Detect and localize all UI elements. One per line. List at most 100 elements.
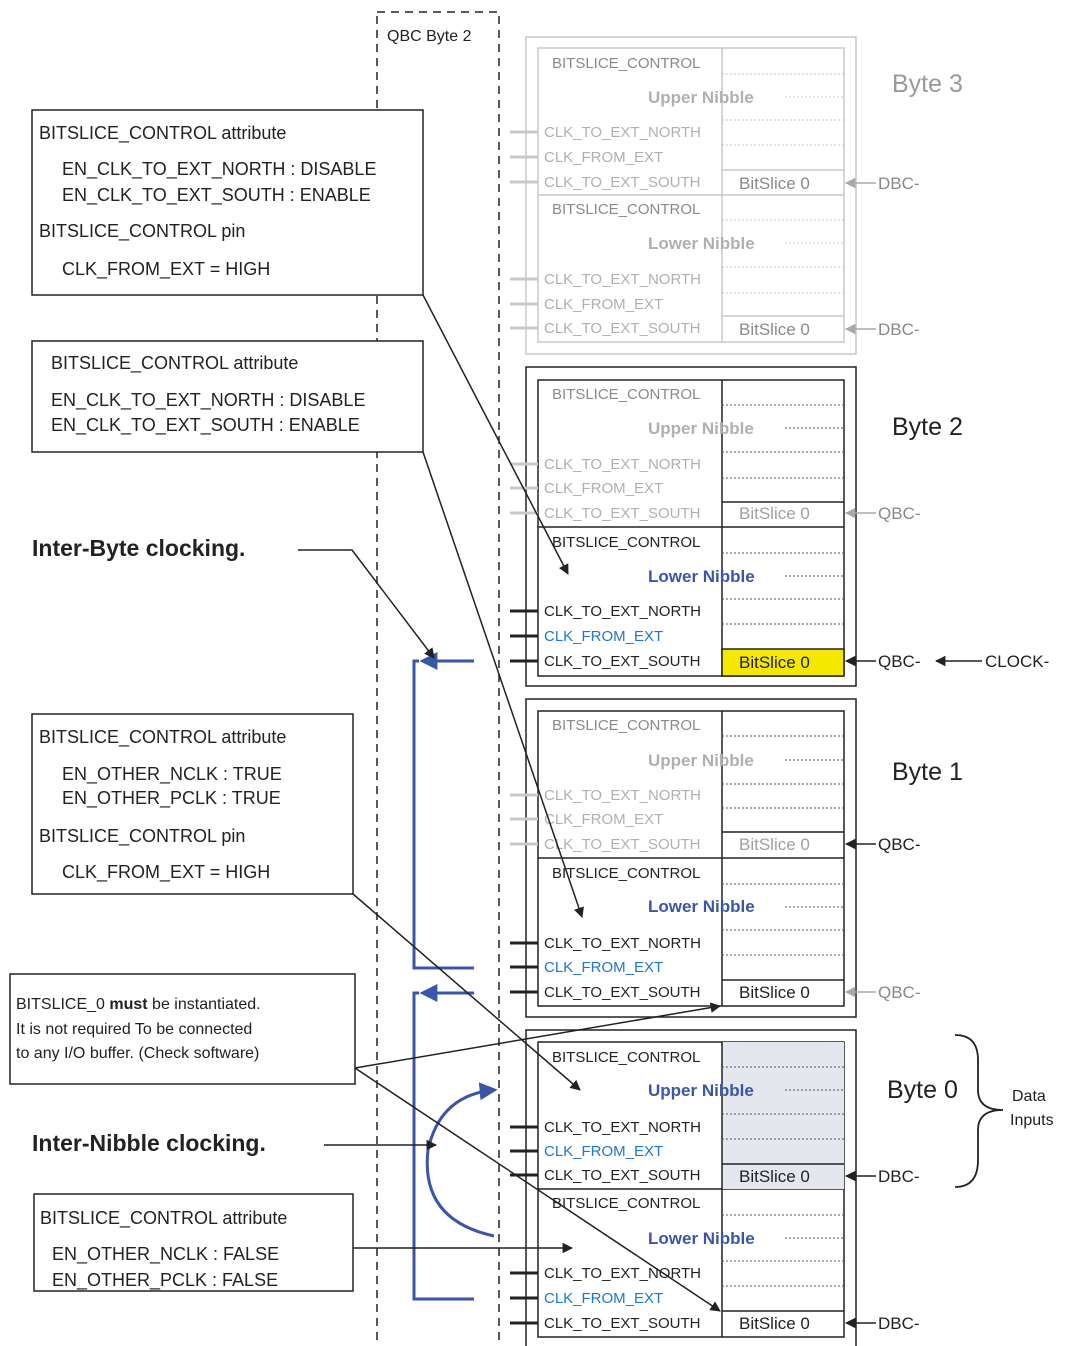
qbc-label: QBC Byte 2	[387, 28, 472, 45]
byte0-upper-clk-south: CLK_TO_EXT_SOUTH	[544, 1167, 700, 1184]
byte2-upper-clk-south: CLK_TO_EXT_SOUTH	[544, 505, 700, 522]
byte-3: BITSLICE_CONTROL Upper Nibble CLK_TO_EXT…	[510, 36, 963, 355]
box2-line1: EN_CLK_TO_EXT_NORTH : DISABLE	[51, 390, 365, 411]
byte0-lower-bitslice0: BitSlice 0	[739, 1314, 810, 1333]
byte1-lower-clk-north: CLK_TO_EXT_NORTH	[544, 935, 701, 952]
annotation-box-1: BITSLICE_CONTROL attribute EN_CLK_TO_EXT…	[31, 109, 424, 296]
byte2-lower-clk-north: CLK_TO_EXT_NORTH	[544, 603, 701, 620]
box2-title: BITSLICE_CONTROL attribute	[51, 353, 298, 374]
byte3-upper-clk-from-ext: CLK_FROM_EXT	[544, 149, 663, 166]
byte0-lower-clk-south: CLK_TO_EXT_SOUTH	[544, 1315, 700, 1332]
byte2-lower-input: QBC-	[878, 652, 921, 671]
byte3-lower-clk-south: CLK_TO_EXT_SOUTH	[544, 320, 700, 337]
byte3-title: Byte 3	[892, 70, 963, 98]
byte3-lower-bitslice0: BitSlice 0	[739, 320, 810, 339]
byte1-upper-clk-south: CLK_TO_EXT_SOUTH	[544, 836, 700, 853]
byte1-upper-bitslice0: BitSlice 0	[739, 835, 810, 854]
byte1-lower-bitslice0: BitSlice 0	[739, 983, 810, 1002]
note-box: BITSLICE_0 must be instantiated. It is n…	[9, 973, 356, 1085]
box3-title: BITSLICE_CONTROL attribute	[39, 727, 286, 748]
byte0-lower-input: DBC-	[878, 1314, 920, 1333]
byte3-upper-clk-north: CLK_TO_EXT_NORTH	[544, 124, 701, 141]
byte1-lower-nibble-label: Lower Nibble	[648, 897, 755, 916]
box1-pin-line: CLK_FROM_EXT = HIGH	[62, 259, 270, 280]
connector-arrows	[298, 294, 722, 1312]
byte2-lower-bitslice-control: BITSLICE_CONTROL	[552, 534, 700, 551]
byte1-title: Byte 1	[892, 758, 963, 786]
data-inputs-label-1: Data	[1012, 1088, 1046, 1105]
byte1-upper-nibble-label: Upper Nibble	[648, 751, 754, 770]
byte3-lower-clk-north: CLK_TO_EXT_NORTH	[544, 271, 701, 288]
data-inputs-label-2: Inputs	[1010, 1112, 1054, 1129]
byte0-lower-nibble-label: Lower Nibble	[648, 1229, 755, 1248]
inter-nibble-label: Inter-Nibble clocking.	[32, 1130, 266, 1156]
byte1-upper-nibble: BITSLICE_CONTROL Upper Nibble CLK_TO_EXT…	[510, 717, 921, 854]
byte0-upper-bitslice0: BitSlice 0	[739, 1167, 810, 1186]
box3-pin-title: BITSLICE_CONTROL pin	[39, 826, 245, 847]
byte1-lower-input: QBC-	[878, 983, 921, 1002]
byte-0: BITSLICE_CONTROL Upper Nibble CLK_TO_EXT…	[510, 1029, 1054, 1346]
byte2-upper-clk-from-ext: CLK_FROM_EXT	[544, 480, 663, 497]
byte0-route	[412, 991, 474, 1301]
byte2-upper-bitslice0: BitSlice 0	[739, 504, 810, 523]
box5-title: BITSLICE_CONTROL attribute	[40, 1208, 287, 1229]
byte3-upper-input: DBC-	[878, 174, 920, 193]
byte3-lower-clk-from-ext: CLK_FROM_EXT	[544, 296, 663, 313]
byte2-lower-nibble: BITSLICE_CONTROL Lower Nibble CLK_TO_EXT…	[510, 534, 1049, 677]
byte2-upper-nibble-label: Upper Nibble	[648, 419, 754, 438]
byte2-lower-clk-south: CLK_TO_EXT_SOUTH	[544, 653, 700, 670]
byte2-lower-clk-from-ext: CLK_FROM_EXT	[544, 628, 663, 645]
byte1-lower-bitslice-control: BITSLICE_CONTROL	[552, 865, 700, 882]
byte2-upper-input: QBC-	[878, 504, 921, 523]
byte0-lower-clk-from-ext: CLK_FROM_EXT	[544, 1290, 663, 1307]
inter-nibble-arc	[425, 1082, 498, 1238]
byte0-title: Byte 0	[887, 1076, 958, 1104]
byte3-upper-nibble-label: Upper Nibble	[648, 88, 754, 107]
box3-line1: EN_OTHER_NCLK : TRUE	[62, 764, 282, 785]
byte3-upper-bitslice0: BitSlice 0	[739, 174, 810, 193]
byte1-upper-clk-from-ext: CLK_FROM_EXT	[544, 811, 663, 828]
box1-pin-title: BITSLICE_CONTROL pin	[39, 221, 245, 242]
byte1-upper-input: QBC-	[878, 835, 921, 854]
byte3-lower-nibble: BITSLICE_CONTROL Lower Nibble CLK_TO_EXT…	[510, 201, 920, 339]
byte3-lower-nibble-label: Lower Nibble	[648, 234, 755, 253]
byte-2: BITSLICE_CONTROL Upper Nibble CLK_TO_EXT…	[510, 366, 1049, 687]
byte3-upper-nibble: BITSLICE_CONTROL Upper Nibble CLK_TO_EXT…	[510, 55, 920, 193]
blue-clock-routes	[412, 652, 498, 1301]
byte1-lower-nibble: BITSLICE_CONTROL Lower Nibble CLK_TO_EXT…	[510, 865, 921, 1002]
annotation-box-5: BITSLICE_CONTROL attribute EN_OTHER_NCLK…	[33, 1193, 354, 1292]
note-line3: to any I/O buffer. (Check software)	[16, 1045, 259, 1062]
annotation-box-2: BITSLICE_CONTROL attribute EN_CLK_TO_EXT…	[31, 340, 424, 453]
box5-line2: EN_OTHER_PCLK : FALSE	[52, 1270, 278, 1291]
box1-line1: EN_CLK_TO_EXT_NORTH : DISABLE	[62, 159, 376, 180]
byte0-upper-nibble-label: Upper Nibble	[648, 1081, 754, 1100]
box3-pin-line: CLK_FROM_EXT = HIGH	[62, 862, 270, 883]
inter-byte-label: Inter-Byte clocking.	[32, 535, 245, 561]
byte1-upper-clk-north: CLK_TO_EXT_NORTH	[544, 787, 701, 804]
qbc-column: QBC Byte 2	[376, 11, 500, 1346]
byte2-upper-clk-north: CLK_TO_EXT_NORTH	[544, 456, 701, 473]
byte0-upper-nibble: BITSLICE_CONTROL Upper Nibble CLK_TO_EXT…	[510, 1049, 920, 1186]
byte3-upper-bitslice-control: BITSLICE_CONTROL	[552, 55, 700, 72]
byte2-clock-input: CLOCK-	[985, 652, 1049, 671]
box1-title: BITSLICE_CONTROL attribute	[39, 123, 286, 144]
byte3-lower-bitslice-control: BITSLICE_CONTROL	[552, 201, 700, 218]
box1-line2: EN_CLK_TO_EXT_SOUTH : ENABLE	[62, 185, 371, 206]
byte0-lower-clk-north: CLK_TO_EXT_NORTH	[544, 1265, 701, 1282]
byte3-upper-clk-south: CLK_TO_EXT_SOUTH	[544, 174, 700, 191]
byte0-upper-clk-from-ext: CLK_FROM_EXT	[544, 1143, 663, 1160]
byte0-upper-clk-north: CLK_TO_EXT_NORTH	[544, 1119, 701, 1136]
byte0-upper-bitslice-control: BITSLICE_CONTROL	[552, 1049, 700, 1066]
box5-line1: EN_OTHER_NCLK : FALSE	[52, 1244, 279, 1265]
byte2-lower-nibble-label: Lower Nibble	[648, 567, 755, 586]
note-line1: BITSLICE_0 must be instantiated.	[16, 996, 261, 1013]
byte2-lower-bitslice0: BitSlice 0	[739, 653, 810, 672]
inter-byte-route	[412, 659, 474, 970]
box2-line2: EN_CLK_TO_EXT_SOUTH : ENABLE	[51, 415, 360, 436]
byte2-bitslice0-highlight	[721, 648, 845, 677]
note-line2: It is not required To be connected	[16, 1021, 252, 1038]
byte2-upper-nibble: BITSLICE_CONTROL Upper Nibble CLK_TO_EXT…	[510, 386, 921, 523]
byte1-lower-clk-south: CLK_TO_EXT_SOUTH	[544, 984, 700, 1001]
byte3-lower-input: DBC-	[878, 320, 920, 339]
